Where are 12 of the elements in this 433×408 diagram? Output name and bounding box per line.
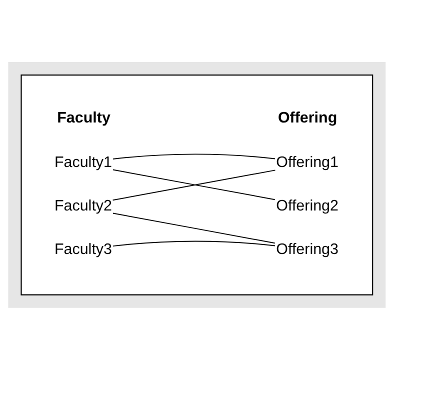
connector — [112, 153, 276, 160]
cluster — [20, 74, 374, 295]
node-text: Offering3 — [276, 240, 338, 258]
node-text: Offering2 — [276, 197, 338, 214]
label: Faculty — [57, 109, 110, 126]
node-text: Offering1 — [276, 154, 338, 171]
node-text: Faculty2 — [54, 197, 112, 214]
connector — [112, 240, 276, 246]
node-text: Faculty3 — [54, 240, 112, 258]
node-text: Faculty1 — [54, 154, 112, 171]
connector — [112, 212, 276, 244]
label: Offering — [278, 109, 338, 126]
